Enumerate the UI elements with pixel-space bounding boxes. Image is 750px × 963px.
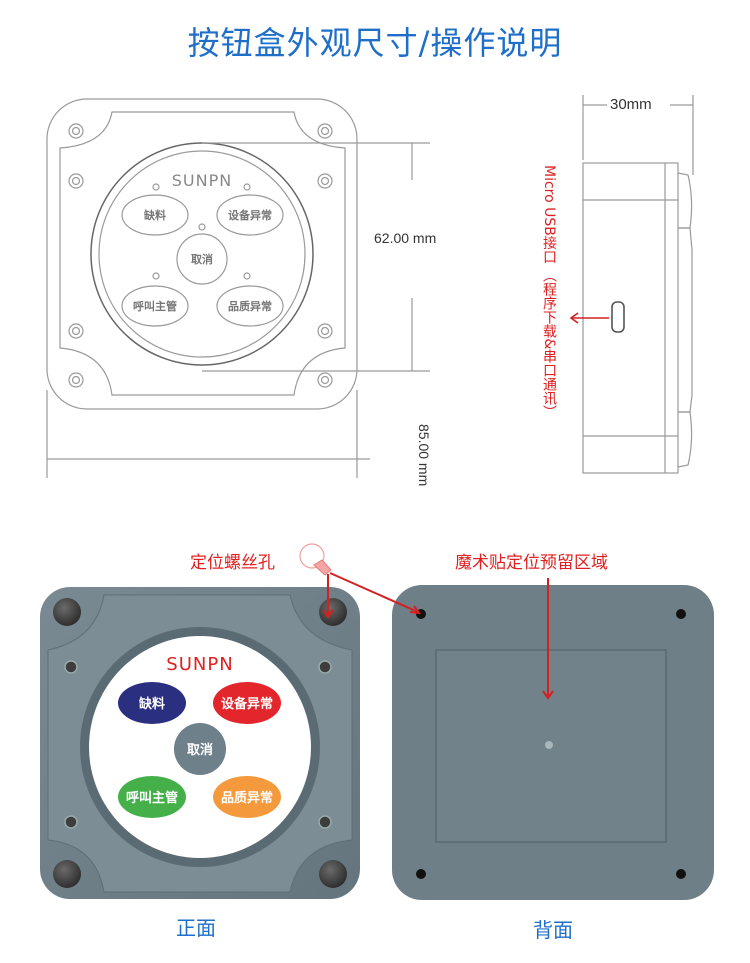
drawing-label-call: 呼叫主管 — [133, 299, 177, 313]
back-caption: 背面 — [533, 918, 573, 942]
front-photo: SUNPN 缺料 设备异常 取消 呼叫主管 品质异常 — [40, 587, 360, 899]
page-title: 按钮盒外观尺寸/操作说明 — [187, 24, 563, 62]
drawing-logo: SUNPN — [172, 171, 232, 190]
button-call — [118, 776, 186, 818]
dimension-30mm: 30mm — [610, 96, 652, 113]
drawing-label-shortage: 缺料 — [143, 208, 166, 222]
drawing-label-cancel: 取消 — [191, 252, 213, 266]
svg-text:取消: 取消 — [187, 742, 213, 758]
drawing-label-equipment: 设备异常 — [228, 208, 272, 222]
front-caption: 正面 — [176, 916, 216, 940]
drawing-label-quality: 品质异常 — [228, 299, 272, 313]
svg-text:缺料: 缺料 — [138, 696, 165, 712]
svg-text:设备异常: 设备异常 — [221, 696, 273, 712]
usb-port — [611, 301, 625, 333]
button-shortage — [118, 682, 186, 724]
back-photo — [392, 585, 714, 900]
front-logo: SUNPN — [166, 654, 233, 675]
svg-text:品质异常: 品质异常 — [221, 790, 273, 806]
usb-annotation: Micro USB接口 （程序下载&串口通讯） — [541, 165, 557, 420]
screw-hole-label: 定位螺丝孔 — [190, 553, 275, 573]
velcro-area-label: 魔术贴定位预留区域 — [455, 553, 608, 573]
screw-pin-icon — [299, 543, 332, 576]
outer-body-outline — [46, 98, 358, 410]
svg-text:呼叫主管: 呼叫主管 — [126, 790, 178, 806]
face-circle-inner — [98, 150, 306, 358]
button-quality — [213, 776, 281, 818]
button-equipment — [213, 682, 281, 724]
button-cancel — [174, 723, 226, 775]
dimension-85mm: 85.00 mm — [416, 424, 432, 487]
dimension-62mm: 62.00 mm — [374, 230, 437, 246]
